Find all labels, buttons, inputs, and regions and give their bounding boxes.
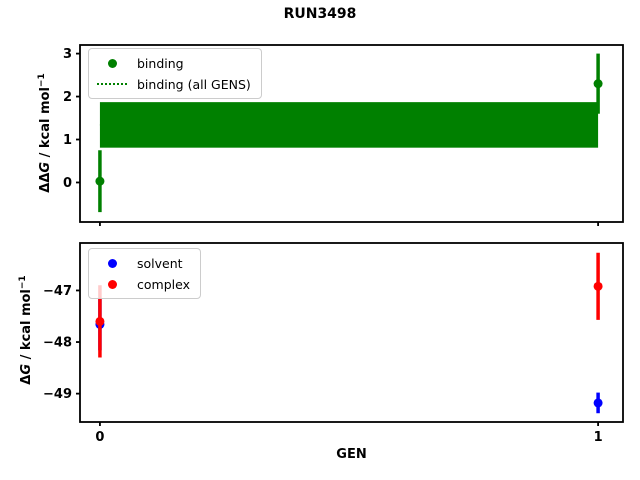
ylabel-top-exponent: −1	[36, 73, 47, 88]
legend-label: complex	[137, 276, 190, 292]
legend-label: solvent	[137, 255, 183, 271]
x-axis-label: GEN	[336, 447, 367, 462]
data-point-binding	[95, 176, 105, 186]
y-tick-label: −49	[43, 387, 72, 402]
y-tick-label: 3	[63, 47, 72, 62]
data-point-solvent	[593, 398, 603, 408]
ylabel-top-prefix: ΔΔ	[38, 172, 54, 193]
x-tick-label: 1	[594, 430, 603, 445]
ylabel-top-symbol: G	[38, 161, 54, 173]
legend-entry-binding-all-gens: binding (all GENS)	[97, 75, 251, 93]
y-tick-label: 2	[63, 90, 72, 105]
axes-spine	[79, 44, 624, 223]
x-tick-label: 0	[95, 430, 104, 445]
figure-title: RUN3498	[283, 6, 357, 22]
data-point-complex	[95, 316, 105, 326]
complex-marker-icon	[107, 279, 117, 289]
y-tick-label: −48	[43, 336, 72, 351]
solvent-marker-icon	[107, 258, 117, 268]
y-axis-label-top: ΔΔG / kcal mol−1	[37, 73, 53, 192]
y-axis-label-bottom: ΔG / kcal mol−1	[18, 275, 34, 384]
ylabel-bottom-unit: / kcal mol	[19, 289, 35, 364]
y-tick-label: −47	[43, 284, 72, 299]
y-tick-label: 1	[63, 133, 72, 148]
legend-top: binding binding (all GENS)	[88, 48, 262, 99]
data-point-complex	[593, 281, 603, 291]
data-point-binding	[593, 79, 603, 89]
legend-entry-binding: binding	[97, 54, 251, 72]
ylabel-bottom-symbol: G	[19, 363, 35, 375]
legend-entry-solvent: solvent	[97, 254, 190, 272]
dotted-line-icon	[97, 83, 127, 85]
ylabel-bottom-exponent: −1	[17, 275, 28, 290]
legend-entry-complex: complex	[97, 275, 190, 293]
legend-bottom: solvent complex	[88, 248, 201, 299]
binding-marker-icon	[107, 58, 117, 68]
axes-spine	[79, 242, 624, 423]
legend-label: binding (all GENS)	[137, 76, 251, 92]
legend-label: binding	[137, 55, 184, 71]
y-tick-label: 0	[63, 176, 72, 191]
ylabel-top-unit: / kcal mol	[38, 87, 54, 162]
ylabel-bottom-prefix: Δ	[19, 374, 35, 385]
